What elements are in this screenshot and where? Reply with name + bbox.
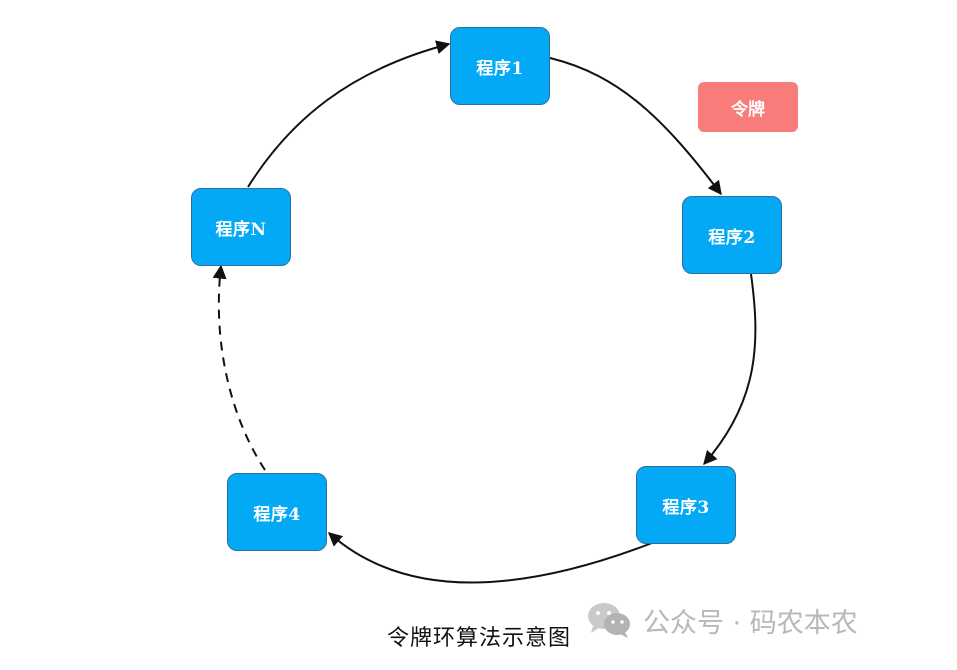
arrow-p2-to-p3 <box>703 273 757 466</box>
watermark: 公众号 · 码农本农 <box>585 598 858 642</box>
node-program-2-label: 程序2 <box>708 227 756 248</box>
arrow-pn-to-p1 <box>247 40 451 188</box>
node-program-1-label: 程序1 <box>476 58 524 79</box>
node-program-n: 程序N <box>191 188 291 266</box>
arrow-p3-to-p4 <box>327 532 653 584</box>
node-program-4: 程序4 <box>227 473 327 551</box>
node-program-n-label: 程序N <box>215 219 267 240</box>
arrow-p4-to-pn-dashed <box>212 264 266 471</box>
node-program-2: 程序2 <box>682 196 782 274</box>
node-program-4-label: 程序4 <box>253 504 301 525</box>
token-label: 令牌 <box>731 99 765 120</box>
node-program-3: 程序3 <box>636 466 736 544</box>
node-program-1: 程序1 <box>450 27 550 105</box>
node-program-3-label: 程序3 <box>662 497 710 518</box>
arrow-p1-to-p2 <box>549 57 722 196</box>
watermark-text: 公众号 · 码农本农 <box>643 607 858 639</box>
token-badge: 令牌 <box>698 82 798 132</box>
wechat-icon <box>588 603 630 638</box>
diagram-caption: 令牌环算法示意图 <box>387 626 572 651</box>
